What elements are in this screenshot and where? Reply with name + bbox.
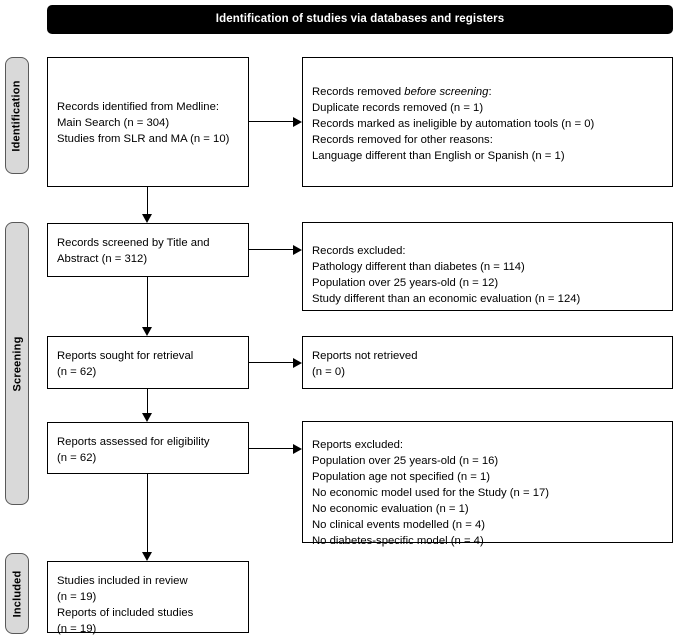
arrowhead-right-removed — [293, 117, 302, 127]
connector-horizontal-sought-to-not-retrieved — [249, 362, 294, 363]
arrowhead-right-not-retrieved — [293, 358, 302, 368]
phase-tab-included: Included — [5, 553, 29, 634]
arrowhead-down-sought — [142, 327, 152, 336]
box-studies-included-text: Studies included in review (n = 19) Repo… — [57, 575, 194, 635]
box-reports-excluded: Reports excluded: Population over 25 yea… — [302, 421, 673, 547]
arrowhead-down-screened — [142, 214, 152, 223]
arrowhead-down-included — [142, 552, 152, 561]
box-reports-not-retrieved-text: Reports not retrieved (n = 0) — [312, 350, 418, 378]
box-reports-assessed: Reports assessed for eligibility (n = 62… — [47, 422, 249, 474]
diagram-banner: Identification of studies via databases … — [47, 5, 673, 34]
records-removed-prefix: Records removed — [312, 86, 405, 98]
box-records-excluded: Records excluded: Pathology different th… — [302, 222, 673, 311]
records-removed-suffix: : — [488, 86, 492, 98]
connector-vertical-identified-to-screened — [147, 187, 148, 214]
box-studies-included: Studies included in review (n = 19) Repo… — [47, 561, 249, 635]
box-reports-excluded-text: Reports excluded: Population over 25 yea… — [312, 439, 550, 547]
box-records-removed: Records removed before screening: Duplic… — [302, 57, 673, 187]
box-records-screened-text: Records screened by Title and Abstract (… — [57, 237, 210, 265]
arrowhead-down-assessed — [142, 413, 152, 422]
phase-tab-identification-label: Identification — [11, 79, 23, 152]
connector-vertical-assessed-to-included — [147, 474, 148, 552]
arrowhead-right-excluded — [293, 245, 302, 255]
connector-vertical-screened-to-sought — [147, 277, 148, 327]
connector-horizontal-assessed-to-reports-excluded — [249, 448, 294, 449]
box-records-identified-line2: Main Search (n = 304) — [57, 117, 170, 129]
phase-tab-included-label: Included — [11, 570, 24, 617]
box-records-excluded-text: Records excluded: Pathology different th… — [312, 245, 581, 305]
phase-tab-screening: Screening — [5, 222, 29, 505]
banner-title: Identification of studies via databases … — [215, 12, 505, 25]
phase-tab-identification: Identification — [5, 57, 29, 174]
box-records-removed-line4: Records removed for other reasons: — [312, 134, 493, 146]
box-reports-sought: Reports sought for retrieval (n = 62) — [47, 336, 249, 389]
box-records-removed-line1: Records removed before screening: — [303, 84, 672, 100]
box-reports-not-retrieved: Reports not retrieved (n = 0) — [302, 336, 673, 389]
box-records-removed-line5: Language different than English or Spani… — [312, 150, 565, 162]
box-records-removed-line2: Duplicate records removed (n = 1) — [312, 102, 484, 114]
connector-horizontal-screened-to-excluded — [249, 249, 294, 250]
records-removed-emphasis: before screening — [404, 86, 489, 98]
box-records-identified-line1: Records identified from Medline: — [57, 101, 219, 113]
connector-horizontal-identified-to-removed — [249, 121, 294, 122]
box-records-screened: Records screened by Title and Abstract (… — [47, 223, 249, 277]
connector-vertical-sought-to-assessed — [147, 389, 148, 413]
box-records-identified-line3: Studies from SLR and MA (n = 10) — [57, 133, 230, 145]
phase-tab-screening-label: Screening — [11, 336, 23, 391]
box-reports-sought-text: Reports sought for retrieval (n = 62) — [57, 350, 194, 378]
arrowhead-right-reports-excluded — [293, 444, 302, 454]
box-reports-assessed-text: Reports assessed for eligibility (n = 62… — [57, 436, 210, 464]
box-records-removed-line3: Records marked as ineligible by automati… — [312, 118, 595, 130]
box-records-identified: Records identified from Medline: Main Se… — [47, 57, 249, 187]
